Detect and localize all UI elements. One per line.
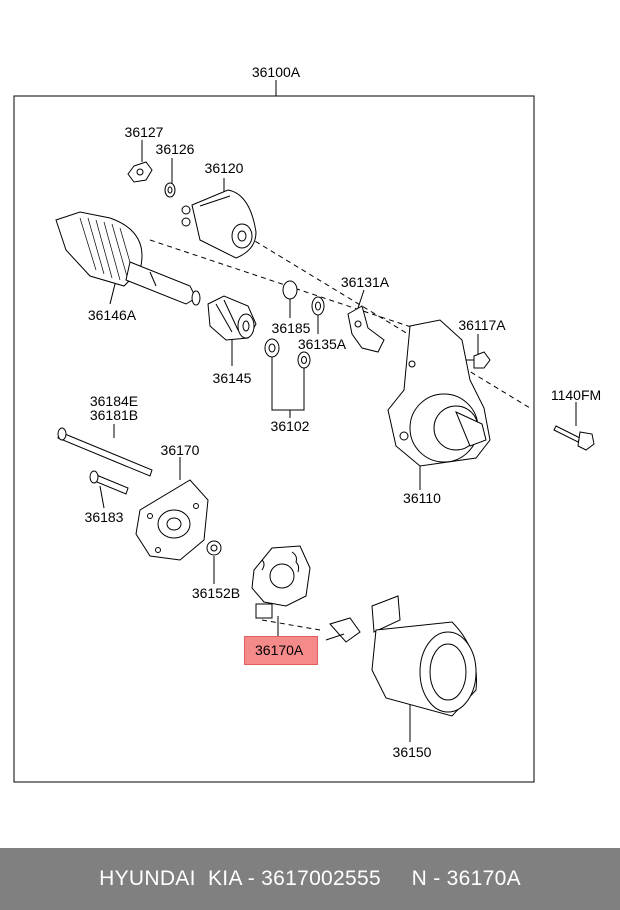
label-36183: 36183 — [84, 509, 124, 525]
washer-36152B — [206, 540, 222, 556]
housing-36110 — [387, 319, 491, 467]
washer-36135A — [311, 296, 325, 316]
lever-36131A — [347, 305, 385, 353]
bolt-36117A — [466, 351, 491, 369]
label-36131A: 36131A — [340, 274, 390, 290]
footer-ref: N - 36170A — [411, 867, 521, 890]
yoke-36150 — [325, 595, 477, 717]
footer-spacer — [381, 867, 412, 891]
washers-36102 — [264, 338, 311, 369]
footer-brand-part: HYUNDAI KIA - 3617002555 — [99, 867, 381, 890]
label-36150: 36150 — [392, 744, 432, 760]
assembly-frame — [13, 95, 535, 783]
assembly-label: 36100A — [251, 64, 301, 80]
highlight-label: 36170A — [255, 642, 304, 658]
parts-diagram — [13, 80, 595, 783]
label-36146A: 36146A — [87, 307, 137, 323]
highlight-box — [244, 636, 318, 665]
label-36181B: 36181B — [89, 407, 139, 423]
bolt-36181B — [57, 427, 153, 477]
washer-36126 — [164, 182, 176, 198]
label-36135A: 36135A — [297, 336, 347, 352]
nut-36127 — [127, 161, 153, 183]
label-36120: 36120 — [204, 160, 244, 176]
end-plate-36170 — [135, 479, 209, 561]
label-36170: 36170 — [160, 442, 200, 458]
pinion-36145 — [207, 295, 257, 341]
brush-holder-36170A — [251, 545, 311, 619]
label-36152B: 36152B — [191, 585, 241, 601]
footer-bar: HYUNDAI KIA - 3617002555 N - 36170A — [0, 848, 620, 910]
label-36184E: 36184E — [89, 393, 139, 409]
label-36102: 36102 — [270, 418, 310, 434]
solenoid-36120 — [181, 189, 257, 259]
screw-36183 — [89, 470, 129, 495]
label-36110: 36110 — [403, 490, 441, 506]
label-36145: 36145 — [212, 370, 252, 386]
label-36185: 36185 — [271, 320, 311, 336]
label-36127: 36127 — [124, 124, 164, 140]
label-36126: 36126 — [155, 141, 195, 157]
cap-36185 — [282, 280, 298, 300]
label-36117A: 36117A — [458, 317, 506, 333]
bolt-1140FM — [553, 425, 595, 451]
label-1140FM: 1140FM — [550, 387, 602, 403]
armature-36146A — [55, 211, 201, 306]
